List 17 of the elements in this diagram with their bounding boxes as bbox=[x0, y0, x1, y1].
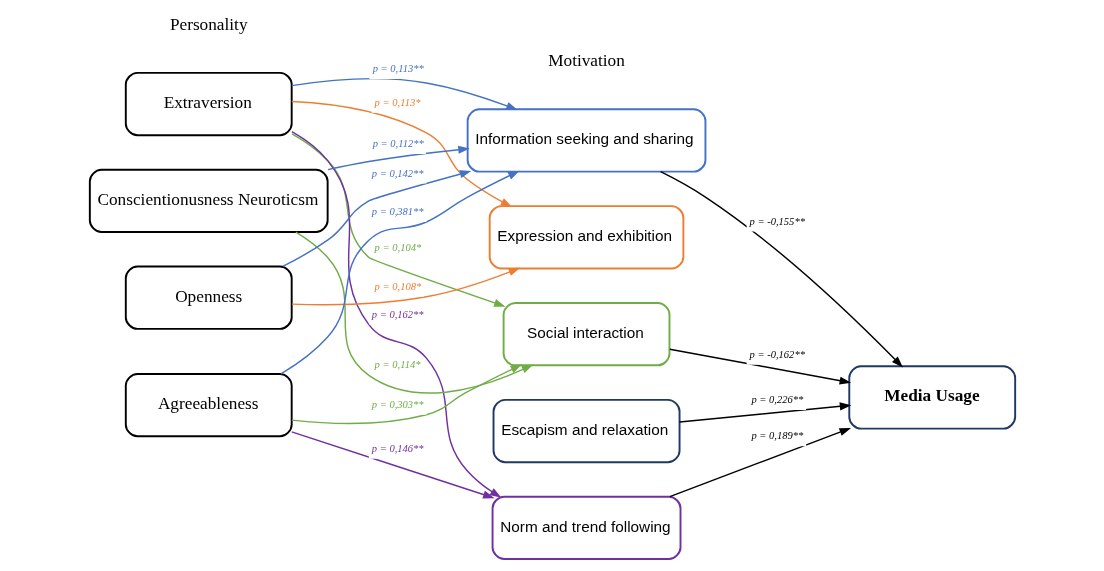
edge-label: p = 0,113* bbox=[374, 96, 420, 108]
edge-label: p = -0,155** bbox=[749, 215, 805, 227]
edge-label: p = 0,146** bbox=[371, 442, 424, 454]
edge-label: p = 0,104* bbox=[374, 241, 421, 253]
edge-label: p = 0,113** bbox=[372, 63, 424, 75]
edge-label: p = 0,142** bbox=[371, 167, 424, 179]
edge-label: p = 0,303** bbox=[371, 398, 424, 410]
edge-label: p = 0,226** bbox=[750, 394, 803, 406]
edge-label: p = 0,162** bbox=[371, 308, 424, 320]
edge-label: p = 0,112** bbox=[372, 137, 424, 149]
edge-label: p = 0,189** bbox=[750, 430, 803, 442]
edge-label: p = -0,162** bbox=[749, 348, 805, 360]
label: Motivation bbox=[547, 51, 625, 71]
edge-label: p = 0,381** bbox=[371, 206, 424, 218]
label: Personality bbox=[169, 14, 248, 34]
edge-label: p = 0,114* bbox=[374, 359, 420, 371]
edge-label: p = 0,108* bbox=[374, 280, 421, 292]
